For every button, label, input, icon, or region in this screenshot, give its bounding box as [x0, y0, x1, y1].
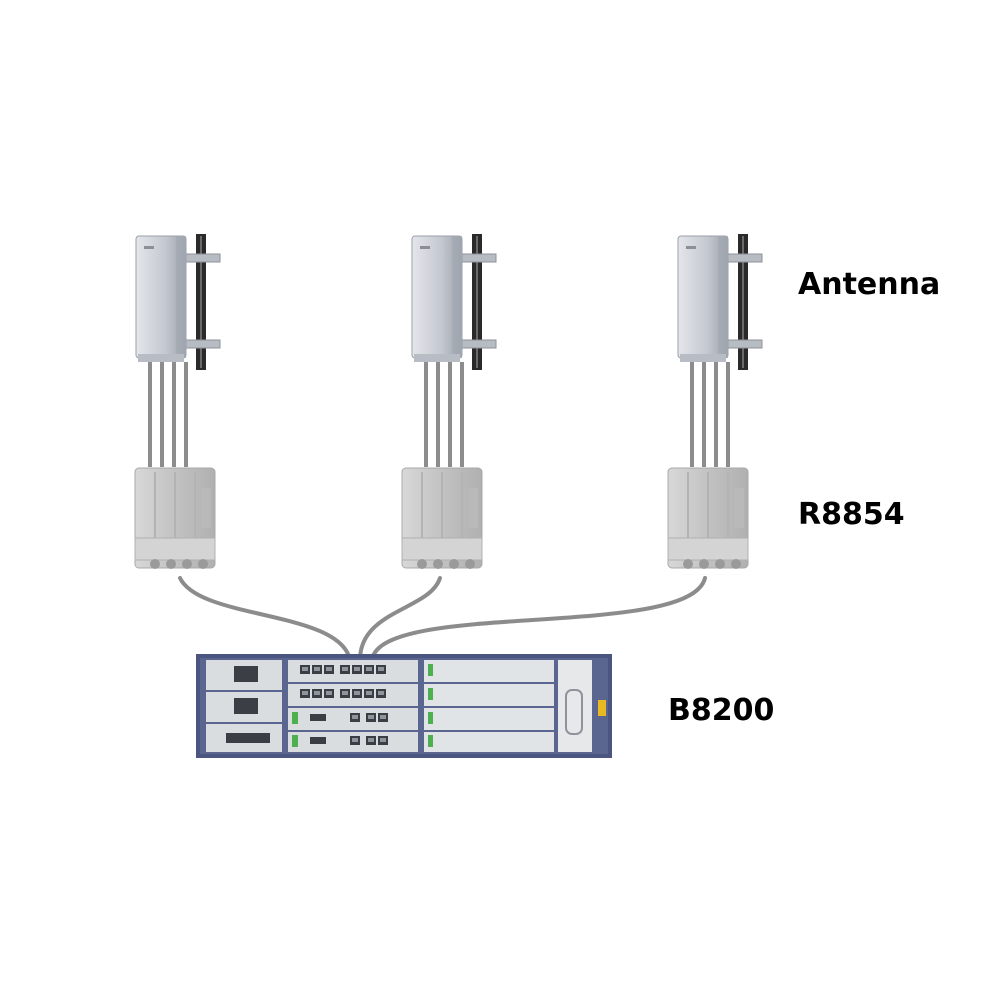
fiber-cable: [178, 576, 707, 662]
baseband-unit-chassis-icon: [196, 654, 612, 758]
panel-antenna-icon: [677, 233, 763, 371]
antenna-center: [401, 233, 497, 570]
jumper-cables: [424, 360, 464, 469]
antenna-right: [667, 233, 763, 570]
remote-radio-unit-icon: [134, 467, 216, 570]
bbu-label: B8200: [668, 693, 775, 728]
rru-label: R8854: [798, 497, 905, 532]
jumper-cables: [148, 360, 188, 469]
antenna-label: Antenna: [798, 267, 941, 302]
remote-radio-unit-icon: [667, 467, 749, 570]
panel-antenna-icon: [411, 233, 497, 371]
panel-antenna-icon: [135, 233, 221, 371]
jumper-cables: [690, 360, 730, 469]
antenna-left: [134, 233, 221, 570]
remote-radio-unit-icon: [401, 467, 483, 570]
